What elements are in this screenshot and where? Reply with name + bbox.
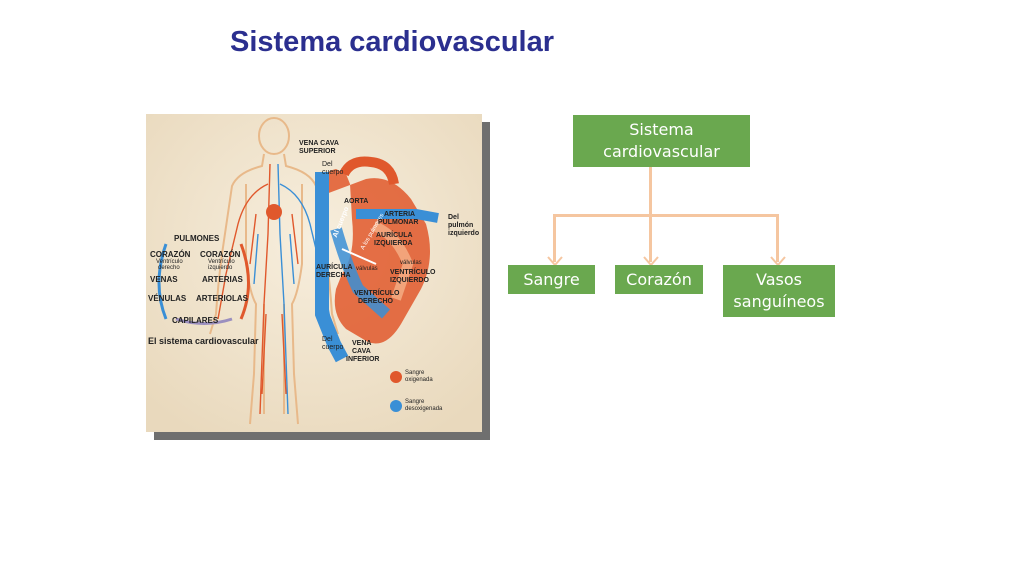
- org-root-line2: cardiovascular: [603, 142, 720, 161]
- label-venas: VENAS: [150, 275, 178, 284]
- label-ventriculo-derecho-small-2: derecho: [158, 265, 180, 271]
- heart-diagram: [315, 156, 439, 363]
- label-vena-cava-superior-1: VENA CAVA: [299, 140, 339, 147]
- label-auricula-izquierda-1: AURÍCULA: [376, 232, 413, 239]
- org-child-vasos-line1: Vasos: [756, 270, 802, 290]
- label-ventriculo-derecho-2: DERECHO: [358, 298, 394, 305]
- label-ventriculo-izquierdo-1: VENTRÍCULO: [390, 269, 436, 276]
- connector-to-corazon: [649, 214, 652, 262]
- label-capilares: CAPILARES: [172, 316, 219, 325]
- legend-deoxygenated-1: Sangre: [405, 399, 425, 405]
- label-del-pulmon-2: pulmón: [448, 222, 474, 229]
- slide-title: Sistema cardiovascular: [230, 26, 555, 58]
- connector-to-vasos: [776, 214, 779, 262]
- figure-caption: El sistema cardiovascular: [148, 336, 259, 346]
- label-corazon-left: CORAZÓN: [150, 250, 191, 259]
- label-del-pulmon-3: izquierdo: [448, 230, 480, 237]
- legend-oxygenated-1: Sangre: [405, 370, 425, 376]
- legend-swatch-oxygenated: [390, 371, 402, 383]
- label-arteriolas: ARTERIOLAS: [196, 294, 248, 303]
- legend-swatch-deoxygenated: [390, 400, 402, 412]
- label-del-cuerpo-bottom-2: cuerpo: [322, 344, 344, 351]
- label-arterias: ARTERIAS: [202, 275, 243, 284]
- label-vena-cava-inferior-1: VENA: [352, 340, 372, 347]
- org-child-sangre: Sangre: [508, 265, 595, 294]
- label-auricula-derecha-2: DERECHA: [316, 272, 351, 279]
- org-root-line1: Sistema: [629, 120, 694, 140]
- label-arteria-pulmonar-2: PULMONAR: [378, 219, 419, 226]
- org-child-vasos-line2: sanguíneos: [733, 292, 825, 311]
- label-ventriculo-derecho-small-1: Ventrículo: [156, 259, 183, 265]
- org-child-corazon: Corazón: [615, 265, 703, 294]
- label-venulas: VÉNULAS: [148, 294, 187, 303]
- legend-oxygenated-2: oxigenada: [405, 377, 433, 383]
- body-vessels: [217, 163, 331, 415]
- label-aorta: AORTA: [344, 198, 369, 205]
- label-corazon-right: CORAZÓN: [200, 250, 241, 259]
- org-child-sangre-label: Sangre: [523, 269, 580, 289]
- label-del-cuerpo-top-2: cuerpo: [322, 169, 344, 176]
- label-ventriculo-izquierdo-small-1: Ventrículo: [208, 259, 235, 265]
- label-valvulas-right: válvulas: [400, 260, 422, 266]
- connector-root-down: [649, 167, 652, 215]
- label-vena-cava-inferior-3: INFERIOR: [346, 356, 380, 363]
- label-vena-cava-superior-2: SUPERIOR: [299, 148, 336, 155]
- legend-deoxygenated-2: desoxigenada: [405, 406, 443, 412]
- cardiovascular-drawing: [146, 114, 482, 432]
- org-child-vasos: Vasos sanguíneos: [723, 265, 835, 317]
- label-ventriculo-izquierdo-small-2: izquierdo: [208, 265, 233, 271]
- org-root-box: Sistema cardiovascular: [573, 115, 750, 167]
- label-auricula-derecha-1: AURÍCULA: [316, 264, 353, 271]
- label-del-cuerpo-bottom-1: Del: [322, 336, 333, 343]
- label-ventriculo-izquierdo-2: IZQUIERDO: [390, 277, 429, 284]
- label-ventriculo-derecho-1: VENTRÍCULO: [354, 290, 400, 297]
- label-arteria-pulmonar-1: ARTERIA: [384, 211, 416, 218]
- label-pulmones: PULMONES: [174, 234, 220, 243]
- label-valvulas-left: válvulas: [356, 266, 378, 272]
- label-auricula-izquierda-2: IZQUIERDA: [374, 240, 413, 247]
- label-del-cuerpo-top-1: Del: [322, 161, 333, 168]
- connector-horizontal: [554, 214, 778, 217]
- org-child-corazon-label: Corazón: [626, 269, 692, 289]
- heart-in-body: [266, 204, 282, 220]
- label-del-pulmon-1: Del: [448, 214, 459, 221]
- label-vena-cava-inferior-2: CAVA: [352, 348, 371, 355]
- circulation-loop: [157, 243, 250, 325]
- cardiovascular-illustration: VENA CAVA SUPERIOR Del cuerpo AORTA Al c…: [146, 114, 482, 432]
- connector-to-sangre: [553, 214, 556, 262]
